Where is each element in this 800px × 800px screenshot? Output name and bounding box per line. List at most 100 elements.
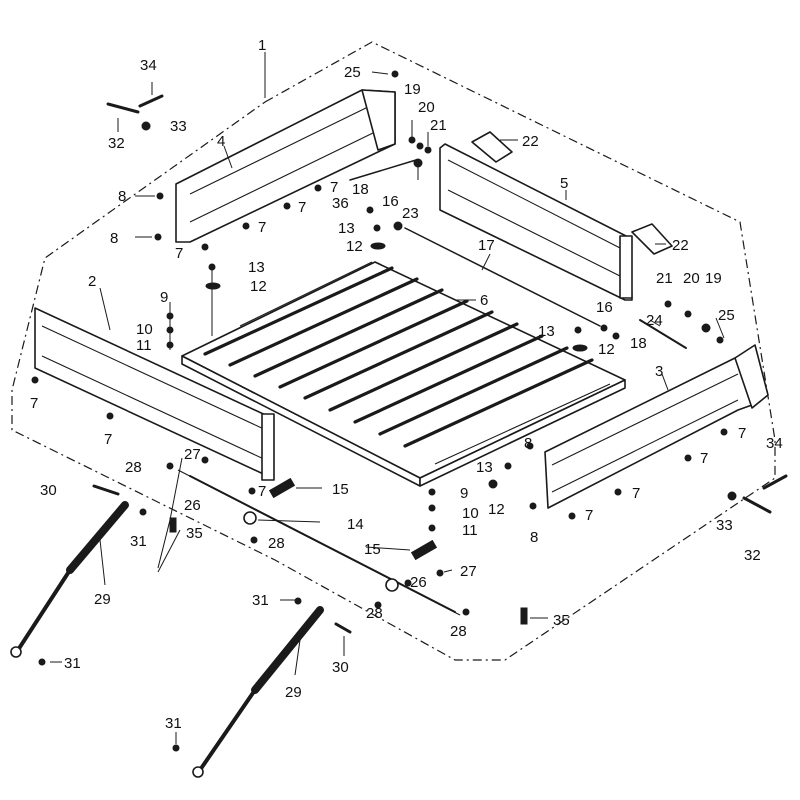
leader-lines: [50, 52, 725, 744]
left-side-panel: [34, 307, 275, 481]
callout-8-c: 8: [524, 435, 532, 452]
callout-32-a: 32: [108, 135, 125, 152]
callout-11-a: 11: [136, 337, 152, 354]
callout-34-b: 34: [766, 435, 783, 452]
callout-31-c: 31: [64, 655, 81, 672]
callout-8-b: 8: [110, 230, 118, 247]
pin-30-left: [92, 484, 120, 496]
callout-7-a: 7: [330, 179, 338, 196]
callout-22-b: 22: [672, 237, 689, 254]
rod-17: [404, 227, 601, 327]
callout-27-a: 27: [184, 446, 201, 463]
callout-25-b: 25: [718, 307, 735, 324]
callout-10-b: 10: [462, 505, 479, 522]
callout-30-a: 30: [40, 482, 57, 499]
bracket-24: [639, 319, 687, 349]
callout-21-b: 21: [656, 270, 673, 287]
front-panel: [175, 89, 396, 243]
callout-12-a: 12: [346, 238, 363, 255]
callout-12-c: 12: [598, 341, 615, 358]
right-side-panel: [439, 143, 633, 301]
callout-19-b: 19: [705, 270, 722, 287]
callout-6: 6: [480, 292, 488, 309]
callout-7-j: 7: [585, 507, 593, 524]
callout-26-a: 26: [184, 497, 201, 514]
bolt-34-left: [138, 94, 164, 108]
callout-25-a: 25: [344, 64, 361, 81]
callout-7-d: 7: [175, 245, 183, 262]
callout-7-g: 7: [738, 425, 746, 442]
callout-7-b: 7: [298, 199, 306, 216]
callout-4: 4: [217, 133, 225, 150]
callout-13-c: 13: [538, 323, 555, 340]
gas-strut-left: [10, 501, 129, 658]
callout-13-b: 13: [248, 259, 265, 276]
callout-17: 17: [478, 237, 495, 254]
callout-9-b: 9: [460, 485, 468, 502]
callout-29-a: 29: [94, 591, 111, 608]
latch-lower: [631, 223, 673, 255]
callout-7-c: 7: [258, 219, 266, 236]
callout-18-b: 18: [630, 335, 647, 352]
callout-23: 23: [402, 205, 419, 222]
callout-19-a: 19: [404, 81, 421, 98]
callout-14: 14: [347, 516, 364, 533]
callout-20-b: 20: [683, 270, 700, 287]
callout-16-a: 16: [382, 193, 399, 210]
callout-30-b: 30: [332, 659, 349, 676]
callout-labels: 1 2 3 4 5 6 7 7 7 7 7 7 7 7 7 7 7 8 8 8 …: [30, 37, 783, 732]
callout-28-c: 28: [366, 605, 383, 622]
callout-33-a: 33: [170, 118, 187, 135]
callout-28-a: 28: [125, 459, 142, 476]
callout-9-a: 9: [160, 289, 168, 306]
bolt-34-right: [762, 474, 788, 490]
callout-15-b: 15: [364, 541, 381, 558]
callout-13-a: 13: [338, 220, 355, 237]
callout-7-h: 7: [700, 450, 708, 467]
callout-33-b: 33: [716, 517, 733, 534]
callout-7-e: 7: [30, 395, 38, 412]
callout-31-b: 31: [252, 592, 269, 609]
callout-8-d: 8: [530, 529, 538, 546]
callout-34-a: 34: [140, 57, 157, 74]
callout-24: 24: [646, 312, 663, 329]
callout-26-b: 26: [410, 574, 427, 591]
callout-35-b: 35: [553, 612, 570, 629]
bolt-32-left: [106, 102, 140, 114]
hardware-fasteners: [31, 70, 737, 752]
callout-3: 3: [655, 363, 663, 380]
callout-35-a: 35: [186, 525, 203, 542]
callout-12-b: 12: [250, 278, 267, 295]
callout-12-d: 12: [488, 501, 505, 518]
callout-18-a: 18: [352, 181, 369, 198]
hinge-rod: [177, 469, 461, 616]
callout-13-d: 13: [476, 459, 493, 476]
spring-upper: [268, 477, 296, 499]
callout-36: 36: [332, 195, 349, 212]
assembly-outline: [11, 41, 776, 661]
bolt-32-right: [742, 496, 772, 514]
spring-lower: [410, 539, 438, 561]
callout-10-a: 10: [136, 321, 153, 338]
callout-5: 5: [560, 175, 568, 192]
callout-8-a: 8: [118, 188, 126, 205]
latch-upper: [471, 131, 513, 163]
callout-27-b: 27: [460, 563, 477, 580]
callout-16-b: 16: [596, 299, 613, 316]
pin-30-right: [334, 622, 352, 634]
callout-29-b: 29: [285, 684, 302, 701]
callout-28-b: 28: [268, 535, 285, 552]
callout-22-a: 22: [522, 133, 539, 150]
callout-1: 1: [258, 37, 266, 54]
callout-11-b: 11: [462, 522, 478, 539]
callout-31-a: 31: [130, 533, 147, 550]
cable-36: [349, 159, 417, 181]
callout-32-b: 32: [744, 547, 761, 564]
callout-31-d: 31: [165, 715, 182, 732]
rear-panel: [544, 344, 769, 509]
callout-15-a: 15: [332, 481, 349, 498]
callout-7-i: 7: [632, 485, 640, 502]
gas-strut-right: [192, 606, 324, 778]
callout-7-k: 7: [258, 483, 266, 500]
